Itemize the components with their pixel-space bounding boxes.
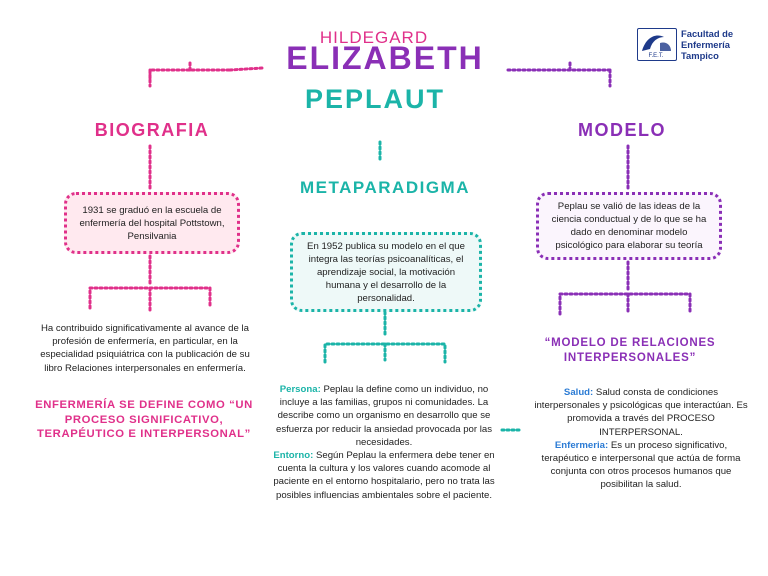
faculty-name: Facultad de Enfermería Tampico [681, 28, 757, 61]
enfermeria-definition: ENFERMERÍA SE DEFINE COMO “UN PROCESO SI… [35, 399, 253, 440]
biografia-box: 1931 se graduó en la escuela de enfermer… [64, 192, 240, 254]
faculty-emblem-icon: F.E.T. [637, 28, 677, 61]
entorno-text: Según Peplau la enfermera debe tener en … [273, 450, 495, 501]
entorno-label: Entorno: [273, 450, 314, 462]
faculty-line3: Tampico [681, 49, 719, 61]
heading-biografia: BIOGRAFIA [94, 120, 210, 140]
persona-text: Peplau la define como un individuo, no i… [276, 384, 492, 448]
persona-label: Persona: [279, 384, 321, 395]
faculty-logo: F.E.T. Facultad de Enfermería Tampico [637, 28, 755, 64]
heading-metaparadigma: METAPARADIGMA [300, 178, 470, 197]
metaparadigma-box-text: En 1952 publica su modelo en el que inte… [307, 240, 465, 304]
name-last: PEPLAUT [304, 84, 445, 114]
name-middle: ELIZABETH [286, 40, 484, 76]
metaparadigma-box: En 1952 publica su modelo en el que inte… [290, 232, 482, 312]
enfermeria-label: Enfermeria: [554, 439, 609, 451]
mod-bracket [558, 292, 692, 316]
modelo-box-text: Peplau se valió de las ideas de la cienc… [551, 201, 707, 251]
biografia-paragraph: Ha contribuido significativamente al ava… [40, 323, 250, 374]
faculty-line1: Facultad de [681, 28, 734, 39]
metaparadigma-details: Persona: Peplau la define como un indivi… [266, 383, 502, 502]
modelo-box: Peplau se valió de las ideas de la cienc… [536, 192, 722, 260]
bio-bracket [88, 286, 212, 312]
enfermeria-text: Es un proceso significativo, terapéutico… [541, 439, 741, 491]
modelo-details: Salud: Salud consta de condiciones inter… [530, 386, 752, 492]
biografia-box-text: 1931 se graduó en la escuela de enfermer… [79, 204, 225, 242]
salud-text: Salud consta de condiciones interpersona… [534, 387, 748, 438]
name-first: HILDEGARD [319, 28, 429, 47]
heading-modelo: MODELO [578, 120, 666, 140]
faculty-line2: Enfermería [681, 38, 730, 50]
salud-label: Salud: [563, 387, 594, 398]
title-right-bracket [506, 60, 612, 88]
emblem-text: F.E.T. [648, 53, 663, 59]
meta-bottom-bracket [323, 342, 447, 364]
model-title: “MODELO DE RELACIONES INTERPERSONALES” [544, 337, 716, 364]
